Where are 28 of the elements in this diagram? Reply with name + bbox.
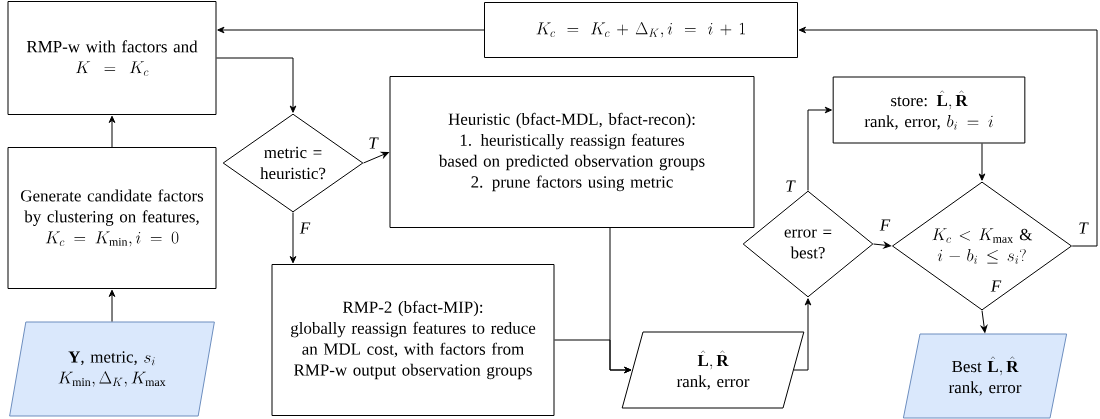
arrow bbox=[807, 106, 832, 191]
process-box: $K_c = K_c + \Delta_K, i = i + 1$ bbox=[484, 2, 798, 58]
edge-label: F bbox=[879, 219, 891, 231]
process-box: $\text{store: }\hat{\mathbf{L}}, \hat{\mathbf{R}}$ $\text{rank, error, }b_i = i$ bbox=[832, 76, 1026, 144]
edge-label: T bbox=[369, 137, 379, 149]
arrow bbox=[216, 57, 297, 113]
process-box: RMP-w with factors and $K = K_c$ bbox=[7, 1, 217, 115]
edge-label: T bbox=[786, 180, 796, 192]
arrow bbox=[217, 26, 485, 34]
data-parallelogram: $\text{Best }\hat{\mathbf{L}}, \hat{\mathbf{R}}$ rank, error bbox=[902, 333, 1068, 419]
process-box: RMP-2 (bfact-MIP): globally reassign features to reduce an MDL cost, with factors from RMP-w output observation groups bbox=[271, 264, 555, 416]
process-box: Generate candidate factors by clustering on features, $K_c = K_{\min}, i = 0$ bbox=[7, 147, 217, 289]
arrow bbox=[554, 339, 632, 374]
arrow bbox=[873, 241, 892, 249]
data-parallelogram: $\mathbf{Y}\text{, metric, }s_i$ $K_{\min}, \Delta_K, K_{\max}$ bbox=[9, 321, 215, 417]
arrow bbox=[363, 151, 389, 164]
process-box: Heuristic (bfact-MDL, bfact-recon): 1. heuristically reassign features based on predicted observation groups 2. prune factors using metric bbox=[389, 76, 755, 228]
arrow bbox=[108, 115, 116, 148]
data-parallelogram: $\hat{\mathbf{L}}, \hat{\mathbf{R}}$ rank, error bbox=[621, 331, 805, 409]
arrow bbox=[793, 298, 812, 371]
arrow bbox=[978, 143, 986, 181]
edge-label: F bbox=[990, 280, 1002, 292]
arrow bbox=[980, 310, 988, 333]
edge-label: T bbox=[1079, 222, 1089, 234]
arrow bbox=[108, 289, 116, 322]
edge-label: F bbox=[299, 222, 311, 234]
arrow bbox=[289, 212, 297, 264]
arrow bbox=[798, 26, 1098, 247]
